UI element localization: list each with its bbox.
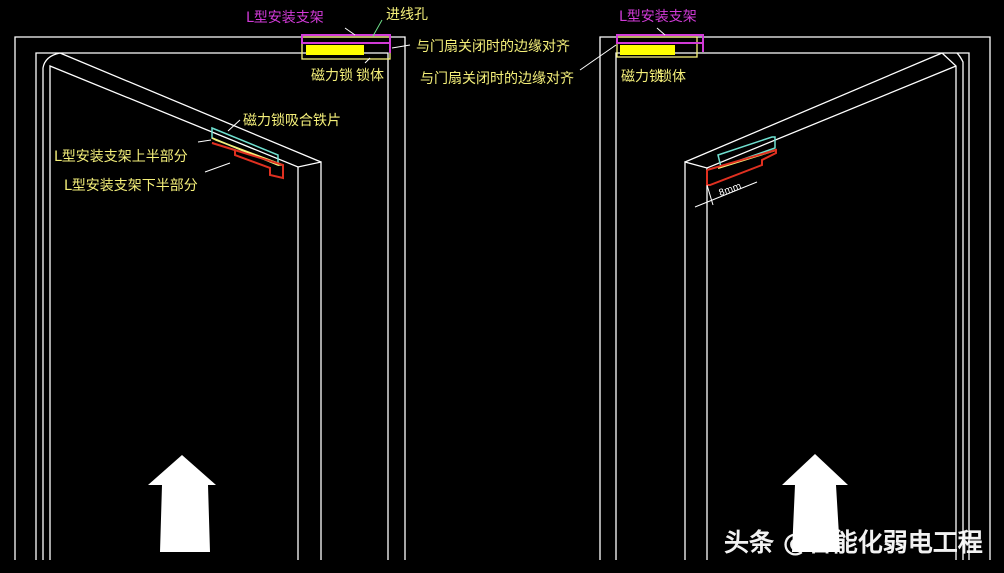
bracket-upper-label: L型安装支架上半部分 [54,149,188,165]
left-maglock [301,34,391,60]
dimension-8mm [694,181,758,208]
right-arrow-icon [782,454,848,552]
armature-label: 磁力锁吸合铁片 [243,113,341,129]
right-bracket-leader [656,27,666,36]
right-maglock-label: 磁力锁 [621,69,663,85]
wire-hole-label: 进线孔 [386,7,428,23]
left-armature [211,126,284,180]
watermark: 头条 @智能化弱电工程 [724,528,983,557]
right-bracket-label: L型安装支架 [619,9,697,25]
right-align-leader [579,44,617,71]
left-lock-body-label: 锁体 [356,68,384,84]
left-arrow-icon [148,455,216,552]
dimension-label: 8mm [718,181,743,198]
bracket-lower-label: L型安装支架下半部分 [64,178,198,194]
right-align-label: 与门扇关闭时的边缘对齐 [420,71,574,87]
left-leaders [197,19,411,173]
left-maglock-label: 磁力锁 [311,68,353,84]
right-maglock [616,34,704,58]
left-align-label: 与门扇关闭时的边缘对齐 [416,39,570,55]
right-door-frame [599,36,991,560]
left-door-frame [14,36,406,560]
left-bracket-label: L型安装支架 [246,10,324,26]
right-lock-body-label: 锁体 [658,69,686,85]
